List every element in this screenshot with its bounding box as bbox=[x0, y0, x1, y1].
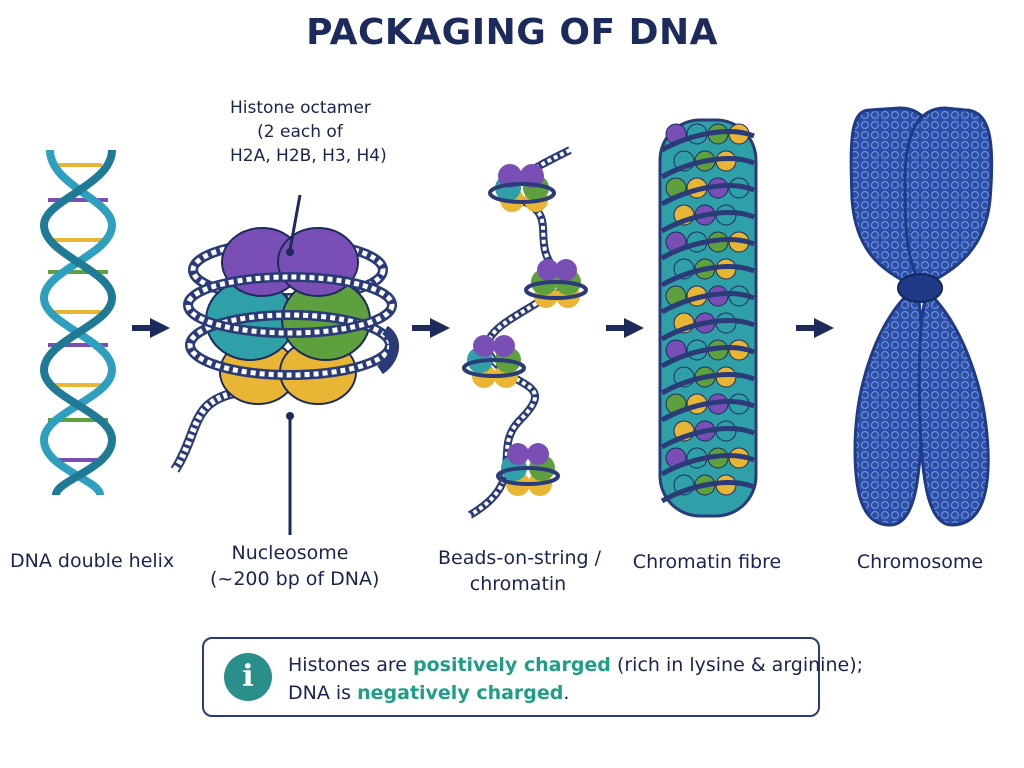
chromosome bbox=[849, 106, 994, 527]
fibre-coil bbox=[660, 129, 755, 153]
fibre-coil bbox=[660, 399, 755, 423]
bead-2 bbox=[524, 259, 588, 308]
centromere bbox=[897, 273, 943, 303]
fibre-coil bbox=[660, 264, 755, 288]
fibre-coil bbox=[660, 156, 755, 180]
fibre-coil bbox=[660, 480, 755, 504]
arrow-3 bbox=[606, 318, 644, 338]
fibre-coil bbox=[660, 426, 755, 450]
fibre-coil bbox=[660, 372, 755, 396]
fibre-coil bbox=[660, 183, 755, 207]
fibre-coil bbox=[660, 210, 755, 234]
histone-callout-line bbox=[288, 194, 302, 251]
beads-on-string bbox=[462, 146, 588, 519]
histone-octamer-callout: Histone octamer (2 each of H2A, H2B, H3,… bbox=[230, 98, 387, 166]
info-text: Histones are positively charged (rich in… bbox=[288, 654, 864, 704]
dna-double-helix bbox=[39, 149, 117, 497]
fibre-coil bbox=[660, 345, 755, 369]
label-chromatin-fibre: Chromatin fibre bbox=[632, 551, 782, 573]
label-chromosome: Chromosome bbox=[856, 551, 984, 573]
label-beads-on-string: Beads-on-string / chromatin bbox=[438, 547, 602, 595]
page-title: PACKAGING OF DNA bbox=[306, 12, 718, 53]
fibre-coil bbox=[660, 318, 755, 342]
chromatin-fibre bbox=[658, 118, 758, 518]
nucleosome bbox=[170, 227, 399, 473]
label-nucleosome: Nucleosome (~200 bp of DNA) bbox=[210, 542, 380, 590]
fibre-coil bbox=[660, 453, 755, 477]
arrow-2 bbox=[412, 318, 450, 338]
bead-3 bbox=[462, 335, 526, 388]
fibre-coil bbox=[660, 237, 755, 261]
arrow-4 bbox=[796, 318, 834, 338]
arrow-1 bbox=[132, 318, 170, 338]
info-icon: i bbox=[224, 653, 272, 701]
label-dna-double-helix: DNA double helix bbox=[10, 550, 175, 572]
fibre-coil bbox=[660, 291, 755, 315]
info-box: i Histones are positively charged (rich … bbox=[202, 637, 863, 717]
bead-1 bbox=[488, 164, 556, 212]
bead-4 bbox=[496, 443, 560, 496]
